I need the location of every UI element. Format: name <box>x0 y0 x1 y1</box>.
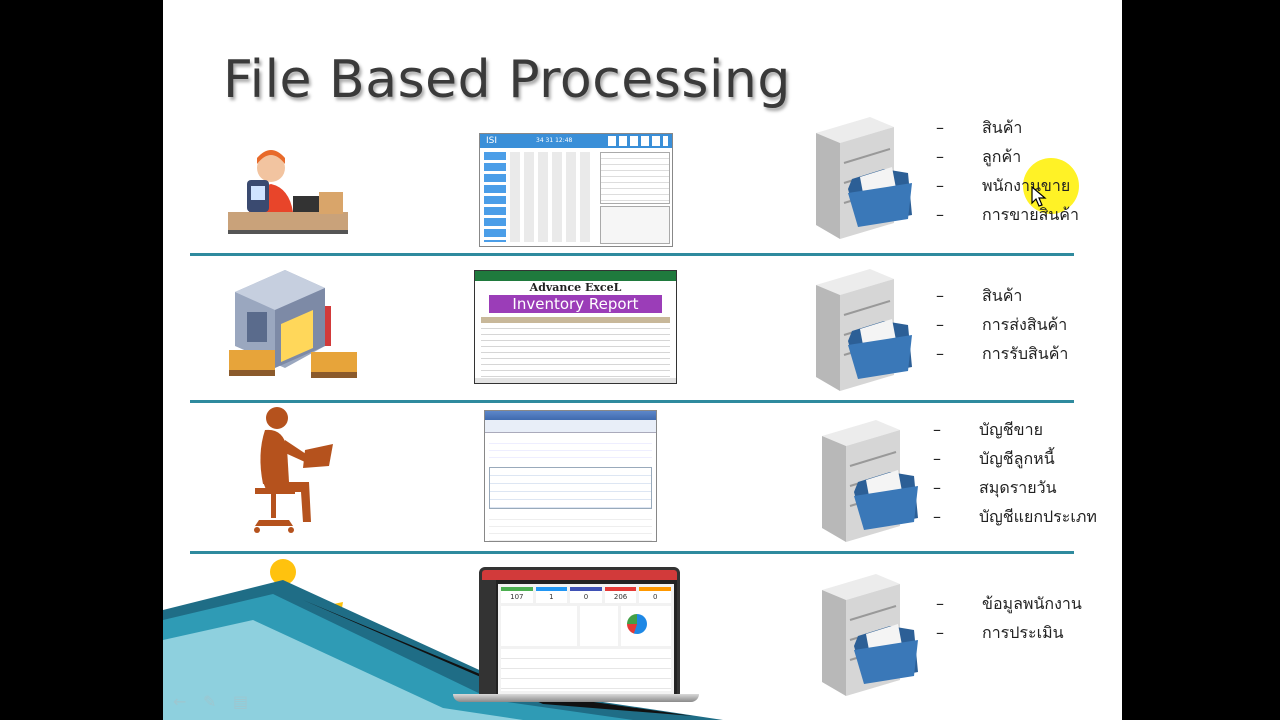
inventory-report-brand: Advance ExceL <box>529 281 622 294</box>
hr-stat-3: 0 <box>570 587 602 603</box>
slide-canvas: File Based Processing ISI 34 31 12:48 <box>163 0 1122 720</box>
prev-slide-icon[interactable]: ← <box>173 692 187 711</box>
file-server-icon <box>816 117 912 239</box>
mouse-pointer-icon <box>1031 186 1047 207</box>
inventory-report-screenshot: Advance ExceL Inventory Report <box>474 270 677 384</box>
pos-header-numbers: 34 31 12:48 <box>536 137 573 144</box>
person-at-laptop-brown-icon <box>254 407 333 533</box>
hr-stat-1: 107 <box>501 587 533 603</box>
cursor-highlight <box>1023 158 1079 214</box>
hr-dashboard-laptop-screenshot: 107 1 0 206 0 <box>479 567 680 699</box>
hr-stat-2: 1 <box>535 587 568 603</box>
inventory-report-title: Inventory Report <box>489 295 662 313</box>
pos-app-name: ISI <box>486 136 498 146</box>
row-divider <box>190 400 1074 403</box>
pos-app-screenshot: ISI 34 31 12:48 <box>479 133 673 247</box>
slides-menu-icon[interactable]: ▤ <box>233 692 249 711</box>
decorative-wave-shape <box>163 580 723 720</box>
pen-icon[interactable]: ✎ <box>203 692 217 711</box>
laptop-base <box>453 694 699 702</box>
slide-title: File Based Processing <box>223 50 791 110</box>
pos-cashier-icon <box>228 150 348 234</box>
warehouse-icon <box>229 270 357 378</box>
file-server-icon <box>822 574 918 696</box>
file-server-icon <box>822 420 918 542</box>
hr-stat-5: 0 <box>639 587 671 603</box>
file-server-icon <box>816 269 912 391</box>
hr-stat-4: 206 <box>604 587 637 603</box>
accounting-app-screenshot <box>484 410 657 542</box>
row-divider <box>190 253 1074 256</box>
hr-pie-chart-icon <box>627 614 648 634</box>
row-divider <box>190 551 1074 554</box>
